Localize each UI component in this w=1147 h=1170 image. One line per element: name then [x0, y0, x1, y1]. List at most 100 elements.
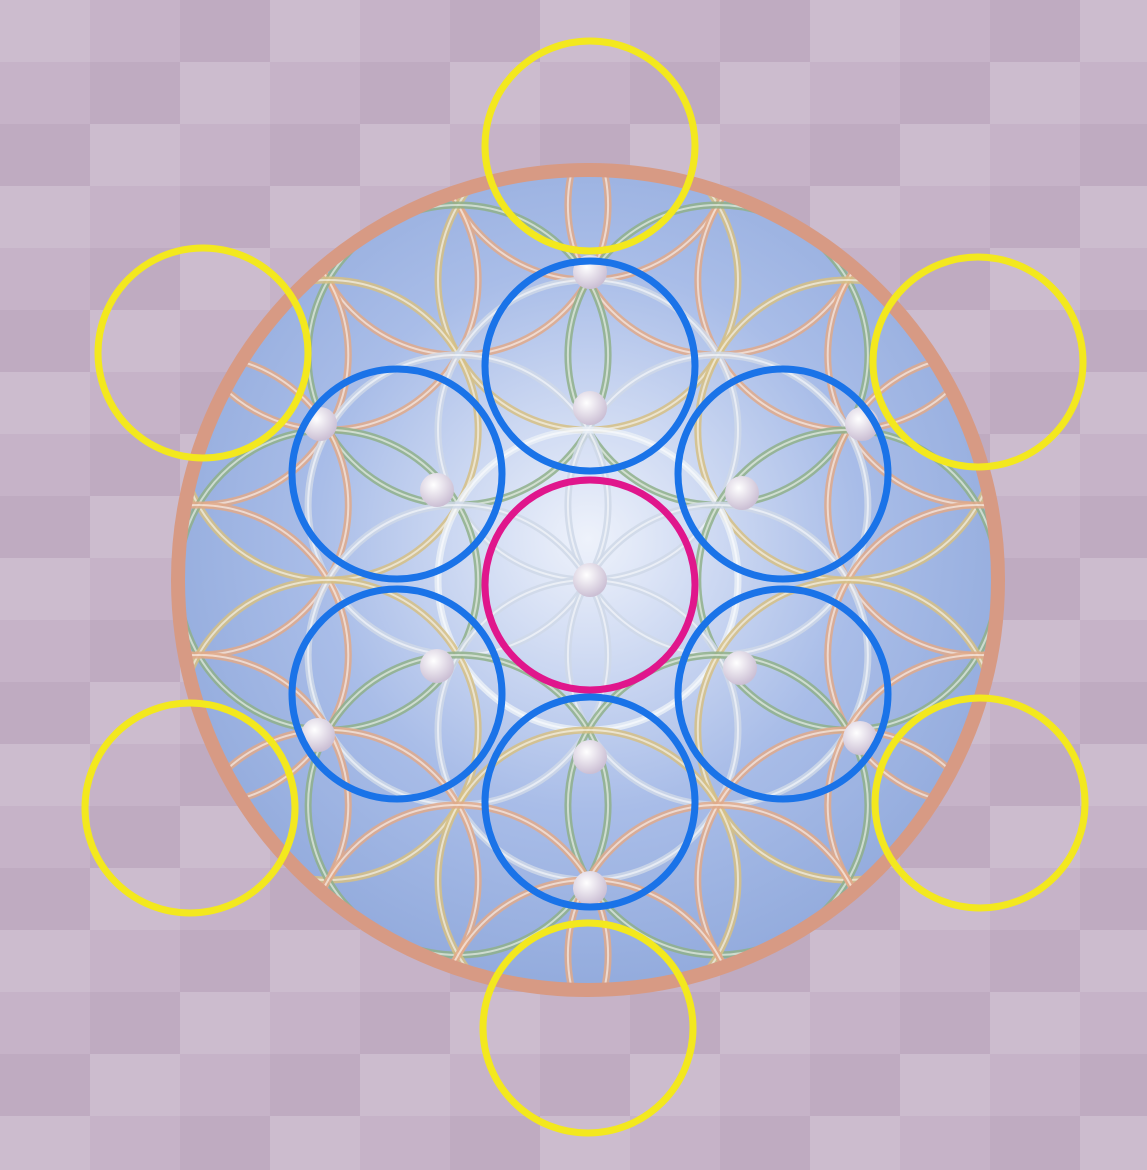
background-tile: [720, 1054, 810, 1116]
background-tile: [990, 0, 1080, 62]
background-tile: [360, 1116, 450, 1170]
background-tile: [0, 992, 90, 1054]
background-tile: [0, 744, 90, 806]
background-tile: [1080, 992, 1147, 1054]
background-tile: [810, 124, 900, 186]
background-tile: [450, 1116, 540, 1170]
background-tile: [270, 62, 360, 124]
background-tile: [90, 1116, 180, 1170]
background-tile: [990, 620, 1080, 682]
background-tile: [0, 372, 90, 434]
background-tile: [810, 930, 900, 992]
lattice-node: [725, 476, 759, 510]
background-tile: [0, 186, 90, 248]
background-tile: [810, 62, 900, 124]
lattice-node: [723, 651, 757, 685]
background-tile: [1080, 1116, 1147, 1170]
background-tile: [180, 868, 270, 930]
background-tile: [630, 992, 720, 1054]
background-tile: [0, 1116, 90, 1170]
background-tile: [630, 1116, 720, 1170]
background-tile: [90, 496, 180, 558]
background-tile: [630, 62, 720, 124]
background-tile: [1080, 62, 1147, 124]
background-tile: [900, 992, 990, 1054]
background-tile: [810, 992, 900, 1054]
background-tile: [90, 930, 180, 992]
background-tile: [1080, 930, 1147, 992]
background-tile: [990, 1054, 1080, 1116]
background-tile: [900, 124, 990, 186]
background-tile: [540, 0, 630, 62]
lattice-node: [573, 391, 607, 425]
background-tile: [450, 992, 540, 1054]
background-tile: [720, 1116, 810, 1170]
background-tile: [720, 62, 810, 124]
background-tile: [810, 0, 900, 62]
background-tile: [990, 62, 1080, 124]
background-tile: [90, 186, 180, 248]
background-tile: [90, 434, 180, 496]
background-tile: [1080, 744, 1147, 806]
background-tile: [90, 558, 180, 620]
background-tile: [90, 806, 180, 868]
background-tile: [990, 992, 1080, 1054]
background-tile: [1080, 434, 1147, 496]
background-tile: [720, 0, 810, 62]
background-tile: [450, 0, 540, 62]
background-tile: [1080, 372, 1147, 434]
background-tile: [990, 868, 1080, 930]
background-tile: [720, 992, 810, 1054]
background-tile: [1080, 682, 1147, 744]
background-tile: [990, 1116, 1080, 1170]
background-tile: [270, 1116, 360, 1170]
background-tile: [90, 682, 180, 744]
background-tile: [1080, 0, 1147, 62]
background-tile: [0, 558, 90, 620]
background-tile: [0, 496, 90, 558]
background-tile: [180, 0, 270, 62]
background-tile: [90, 0, 180, 62]
background-tile: [360, 1054, 450, 1116]
background-tile: [1080, 310, 1147, 372]
background-tile: [900, 930, 990, 992]
background-tile: [990, 744, 1080, 806]
background-tile: [0, 682, 90, 744]
lattice-node: [420, 649, 454, 683]
background-tile: [1080, 496, 1147, 558]
background-tile: [180, 1116, 270, 1170]
background-tile: [270, 124, 360, 186]
background-tile: [180, 186, 270, 248]
background-tile: [900, 0, 990, 62]
lattice-node: [420, 473, 454, 507]
background-tile: [900, 186, 990, 248]
background-tile: [540, 62, 630, 124]
lattice-node: [573, 740, 607, 774]
background-tile: [180, 992, 270, 1054]
background-tile: [1080, 1054, 1147, 1116]
background-tile: [180, 1054, 270, 1116]
background-tile: [0, 62, 90, 124]
background-tile: [270, 930, 360, 992]
background-tile: [1080, 806, 1147, 868]
background-tile: [270, 186, 360, 248]
background-tile: [0, 868, 90, 930]
lattice-node: [573, 563, 607, 597]
background-tile: [180, 930, 270, 992]
background-tile: [990, 186, 1080, 248]
background-tile: [450, 1054, 540, 1116]
background-tile: [810, 1054, 900, 1116]
background-tile: [180, 62, 270, 124]
background-tile: [1080, 186, 1147, 248]
background-tile: [0, 434, 90, 496]
background-tile: [900, 1054, 990, 1116]
background-tile: [450, 62, 540, 124]
background-tile: [990, 310, 1080, 372]
background-tile: [1080, 124, 1147, 186]
background-tile: [360, 0, 450, 62]
background-tile: [0, 124, 90, 186]
background-tile: [900, 1116, 990, 1170]
background-tile: [0, 930, 90, 992]
background-tile: [990, 124, 1080, 186]
